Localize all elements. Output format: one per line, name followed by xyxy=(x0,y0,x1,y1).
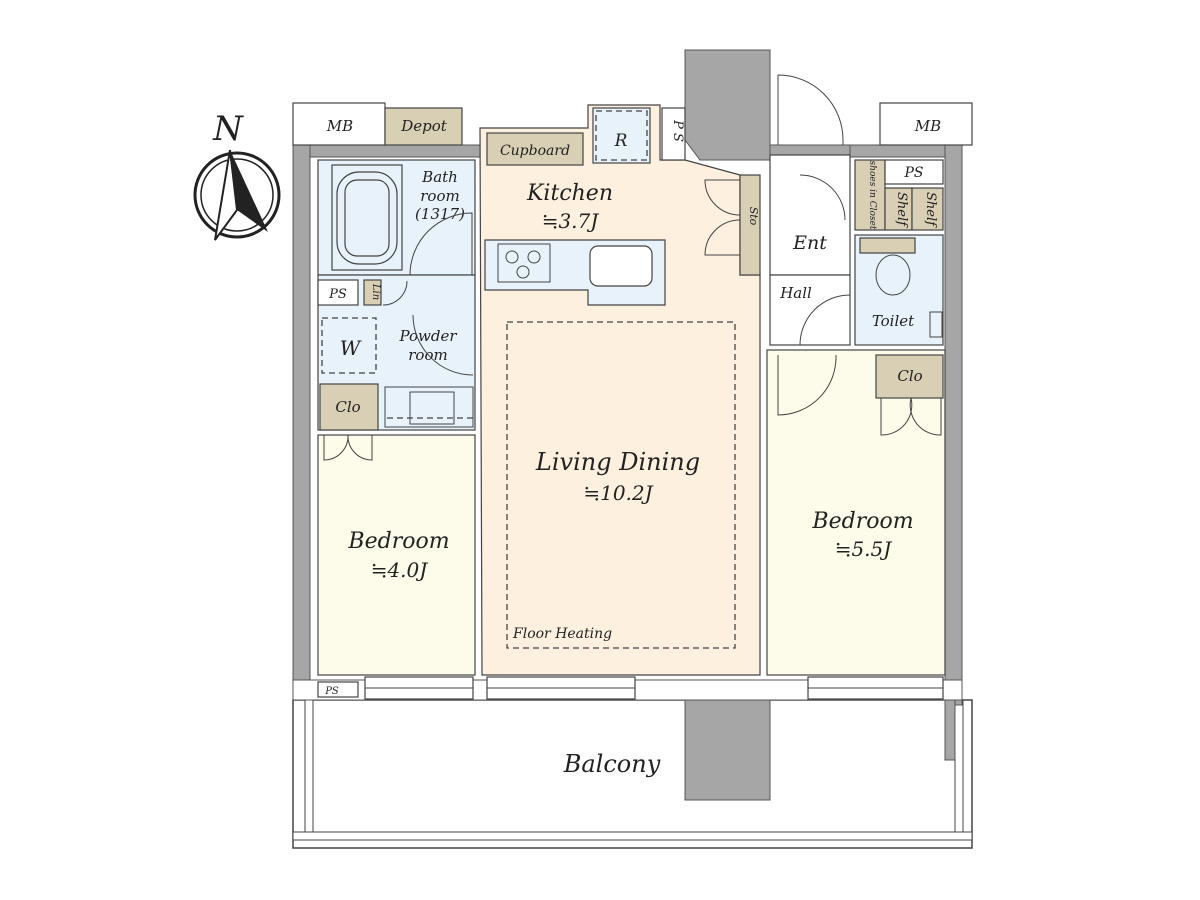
mb-left-label: MB xyxy=(326,117,353,135)
sto-label: Sto xyxy=(747,207,760,226)
closet-right-doors[interactable] xyxy=(880,397,942,436)
bedroom-left xyxy=(317,434,476,676)
bedroom-right-label: Bedroom xyxy=(811,509,913,534)
closet-left xyxy=(319,383,379,431)
shoes-closet-label: shoes in Closet xyxy=(867,161,877,230)
pillar-top xyxy=(684,49,771,161)
kitchen-size: ≒3.7J xyxy=(542,209,600,233)
floor-heating-area xyxy=(506,321,736,649)
living-label: Living Dining xyxy=(535,448,700,476)
vanity xyxy=(384,386,474,428)
shelf-2-label: Shelf xyxy=(923,192,938,228)
mb-right-label: MB xyxy=(914,117,941,135)
bedroom-right-size: ≒5.5J xyxy=(835,537,893,561)
shelf-2 xyxy=(911,187,944,231)
sto-doors[interactable] xyxy=(704,179,741,256)
wall-right xyxy=(944,144,963,706)
ps-bottom xyxy=(317,681,359,698)
north-compass-icon: N xyxy=(193,109,281,241)
shelf-1-label: Shelf xyxy=(894,192,909,228)
lin-label: Lin xyxy=(370,283,381,300)
shoes-closet xyxy=(854,159,886,231)
bedroom-left-label: Bedroom xyxy=(347,529,449,554)
stove-icon xyxy=(497,243,551,283)
shoe-closet-door[interactable] xyxy=(799,174,846,221)
linen xyxy=(363,279,382,306)
mb-right xyxy=(879,102,973,146)
ps-right xyxy=(884,159,944,185)
powder-label: Powder xyxy=(398,327,457,345)
toilet-icon xyxy=(875,254,911,296)
toilet-hall-door[interactable] xyxy=(799,294,851,346)
powder-door[interactable] xyxy=(412,314,474,376)
toilet-label: Toilet xyxy=(872,312,915,330)
sink-icon xyxy=(589,245,653,287)
balcony: Balcony xyxy=(292,699,973,849)
bath-label: Bath xyxy=(421,168,458,186)
bedroom-right-door[interactable] xyxy=(777,354,837,416)
washer-label: W xyxy=(340,336,362,360)
cupboard-label: Cupboard xyxy=(500,143,570,159)
closet-right xyxy=(875,354,944,399)
washer-space xyxy=(321,317,377,374)
entrance-door[interactable] xyxy=(777,74,844,145)
wall-right-stub xyxy=(944,699,956,761)
depot xyxy=(384,107,463,146)
wall-top-right xyxy=(849,144,946,158)
bath-size: (1317) xyxy=(415,205,465,223)
living-size: ≒10.2J xyxy=(583,481,653,505)
kitchen-label: Kitchen xyxy=(526,181,613,206)
clo-left-label: Clo xyxy=(335,398,360,416)
pillar-bottom xyxy=(684,699,771,801)
ps-kitchen xyxy=(661,107,686,161)
fridge-label: R xyxy=(614,131,628,151)
cupboard xyxy=(486,132,584,166)
mb-left xyxy=(292,102,386,146)
closet-left-doors[interactable] xyxy=(323,434,373,461)
depot-label: Depot xyxy=(400,117,448,135)
ent-label: Ent xyxy=(792,232,827,254)
ps-bath xyxy=(317,279,359,306)
wall-left xyxy=(292,144,311,701)
ps-kitchen-label: P S xyxy=(670,119,685,142)
hall xyxy=(769,274,851,346)
clo-right-label: Clo xyxy=(897,367,922,385)
windows xyxy=(364,676,944,700)
floor-heating-label: Floor Heating xyxy=(512,626,612,642)
ps-right-label: PS xyxy=(903,165,923,181)
bath-label-2: room xyxy=(420,187,459,205)
ps-bottom-label: PS xyxy=(324,686,339,697)
bedroom-left-size: ≒4.0J xyxy=(371,558,429,582)
toilet-shelf xyxy=(859,237,916,254)
bedroom-right xyxy=(766,349,946,676)
wall-top-ent xyxy=(769,144,851,156)
balcony-label: Balcony xyxy=(563,750,661,778)
bath-door[interactable] xyxy=(409,212,473,276)
storage-sto xyxy=(739,174,761,276)
bathtub-icon xyxy=(336,171,398,265)
ps-bath-label: PS xyxy=(328,287,347,302)
compass-north-label: N xyxy=(212,109,244,149)
kitchen-living xyxy=(479,104,761,676)
wall-top xyxy=(309,144,481,158)
hall-label: Hall xyxy=(779,284,812,302)
fridge-space xyxy=(592,107,651,164)
linen-door[interactable] xyxy=(382,280,408,306)
entrance xyxy=(769,154,851,276)
